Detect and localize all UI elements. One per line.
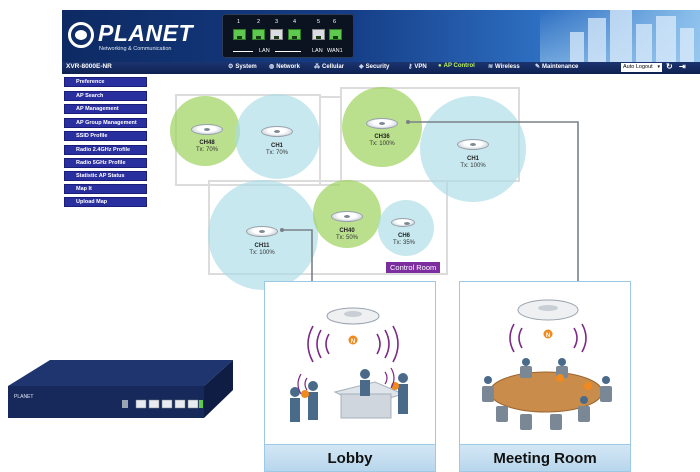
top-menu-bar: XVR-8000E-NR ⚙System ◍Network ⁂Cellular …: [62, 62, 700, 74]
svg-text:N: N: [546, 333, 550, 339]
lobby-illustration: N: [290, 307, 408, 422]
lan-label-2: LAN: [312, 48, 323, 54]
lan-bracket-line: [233, 51, 253, 52]
sidebar-item-ssid-profile[interactable]: SSID Profile: [64, 131, 147, 141]
key-icon: ⚷: [408, 64, 413, 70]
ap-coverage-ch6: [378, 200, 434, 256]
planet-logo-icon: [68, 22, 94, 48]
port-number: 6: [333, 19, 337, 25]
access-point-icon[interactable]: [391, 218, 415, 227]
port-number: 4: [293, 19, 297, 25]
menu-network[interactable]: ◍Network: [269, 63, 300, 70]
lan-label: LAN: [259, 48, 270, 54]
lobby-panel: N Lobby: [264, 281, 436, 472]
city-skyline-graphic: [540, 10, 700, 62]
auto-logout-select[interactable]: Auto Logout: [621, 63, 662, 72]
router-device-image: PLANET: [8, 360, 233, 418]
sidebar-item-ap-group-management[interactable]: AP Group Management: [64, 118, 147, 128]
port-number: 1: [237, 19, 241, 25]
menu-ap-control[interactable]: ●AP Control: [438, 63, 475, 69]
access-point-icon[interactable]: [261, 126, 293, 137]
wan-label: WAN1: [327, 48, 343, 54]
port-number: 5: [317, 19, 321, 25]
wan-port-icon[interactable]: [329, 29, 342, 40]
sidebar-item-ap-management[interactable]: AP Management: [64, 104, 147, 114]
menu-label: Maintenance: [542, 64, 579, 70]
menu-label: Security: [365, 64, 390, 70]
sidebar-item-preference[interactable]: Preference: [64, 77, 147, 87]
port-status-panel: 1 2 3 4 5 6 LAN LAN WAN1: [222, 14, 354, 58]
access-point-icon[interactable]: [457, 139, 489, 150]
menu-label: Network: [276, 64, 300, 70]
lan-port-2-icon[interactable]: [252, 29, 265, 40]
svg-text:N: N: [351, 339, 355, 345]
access-point-icon[interactable]: [246, 226, 278, 237]
exit-icon[interactable]: ⇥: [679, 62, 686, 71]
gear-icon: ⚙: [228, 64, 234, 70]
sidebar-item-radio-5ghz[interactable]: Radio 5GHz Profile: [64, 158, 147, 168]
model-name: XVR-8000E-NR: [66, 63, 112, 70]
brand-name: PLANET: [98, 20, 193, 46]
sidebar-item-radio-24ghz[interactable]: Radio 2.4GHz Profile: [64, 145, 147, 155]
sidebar-item-statistic-ap-status[interactable]: Statistic AP Status: [64, 171, 147, 181]
menu-system[interactable]: ⚙System: [228, 63, 257, 70]
shield-icon: ◈: [359, 64, 364, 70]
control-room-label: Control Room: [386, 262, 441, 273]
meeting-room-panel: N Meeting Room: [459, 281, 631, 472]
lobby-title: Lobby: [265, 444, 435, 471]
refresh-icon[interactable]: ↻: [666, 62, 673, 71]
menu-wireless[interactable]: ≋Wireless: [488, 63, 520, 70]
header-banner: PLANET Networking & Communication 1 2 3 …: [62, 10, 700, 62]
menu-label: VPN: [414, 64, 427, 70]
sidebar-item-ap-search[interactable]: AP Search: [64, 91, 147, 101]
meeting-room-title: Meeting Room: [460, 444, 630, 471]
wrench-icon: ✎: [535, 64, 541, 70]
port-number: 2: [257, 19, 261, 25]
lan-port-5-icon[interactable]: [312, 29, 325, 40]
access-point-icon[interactable]: [366, 118, 398, 129]
menu-cellular[interactable]: ⁂Cellular: [314, 63, 344, 70]
menu-label: System: [235, 64, 257, 70]
lan-port-1-icon[interactable]: [233, 29, 246, 40]
access-point-icon[interactable]: [191, 124, 223, 135]
ap-control-icon: ●: [438, 63, 442, 69]
network-icon: ◍: [269, 64, 275, 70]
brand-tagline: Networking & Communication: [99, 46, 172, 52]
menu-label: AP Control: [443, 63, 475, 69]
sidebar-item-map-it[interactable]: Map It: [64, 184, 147, 194]
sidebar-item-upload-map[interactable]: Upload Map: [64, 197, 147, 207]
menu-vpn[interactable]: ⚷VPN: [408, 63, 427, 70]
port-number: 3: [275, 19, 279, 25]
meeting-room-illustration: N: [482, 299, 612, 430]
menu-security[interactable]: ◈Security: [359, 63, 389, 70]
lan-port-4-icon[interactable]: [288, 29, 301, 40]
wifi-icon: ≋: [488, 64, 494, 70]
menu-label: Cellular: [322, 64, 345, 70]
lan-port-3-icon[interactable]: [270, 29, 283, 40]
menu-label: Wireless: [495, 64, 520, 70]
sidebar: Preference AP Search AP Management AP Gr…: [62, 74, 148, 295]
menu-maintenance[interactable]: ✎Maintenance: [535, 63, 578, 70]
svg-text:PLANET: PLANET: [14, 394, 33, 400]
planet-logo[interactable]: PLANET Networking & Communication: [68, 16, 193, 56]
cellular-icon: ⁂: [314, 64, 320, 70]
access-point-icon[interactable]: [331, 211, 363, 222]
lan-bracket-line: [275, 51, 301, 52]
